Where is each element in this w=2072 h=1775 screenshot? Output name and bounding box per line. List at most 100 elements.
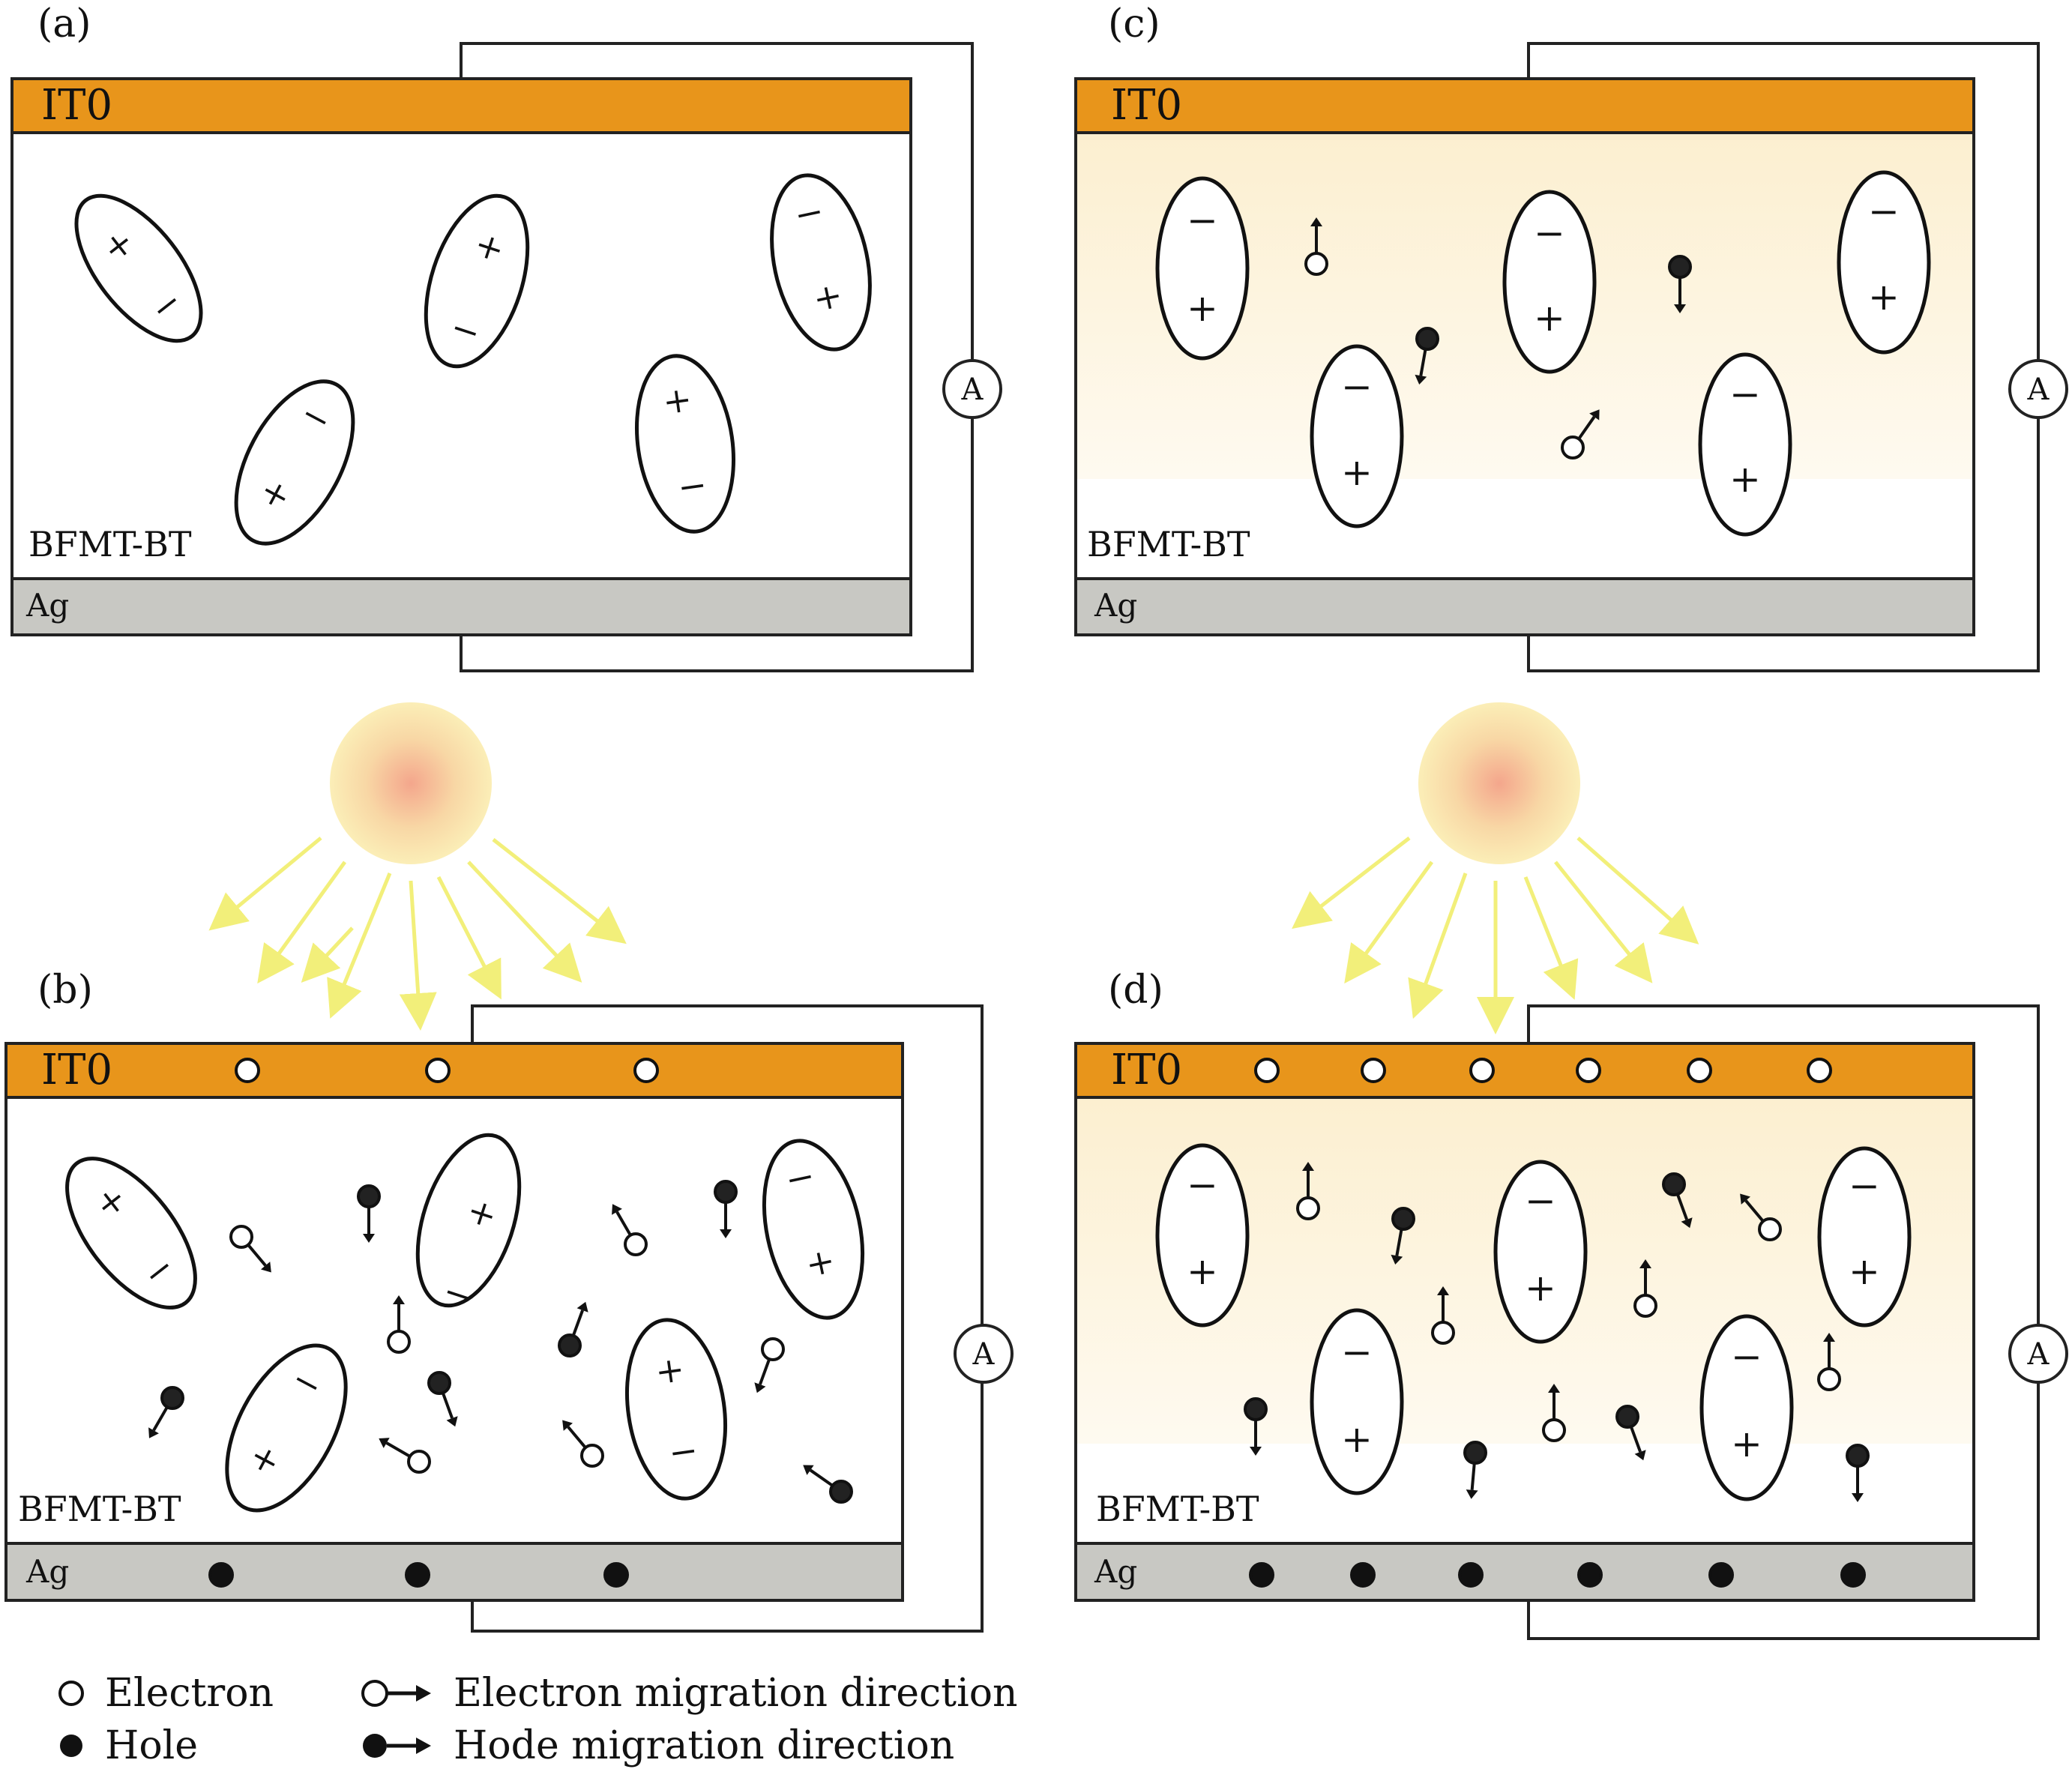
sun-left: [330, 702, 492, 864]
ag-layer: [4, 1542, 904, 1602]
dipole: − +: [1155, 176, 1250, 361]
dipole: − +: [1310, 344, 1404, 528]
circuit-wire: [471, 1004, 984, 1633]
hole-legend-icon: [60, 1735, 82, 1757]
sun-right: [1418, 702, 1580, 864]
hole-icon: [405, 1562, 430, 1588]
bulk-label: BFMT-BT: [28, 524, 192, 564]
svg-text:−: −: [1187, 199, 1218, 242]
svg-text:+: +: [1525, 1266, 1556, 1310]
migrating-hole-icon: [1615, 1405, 1646, 1461]
svg-text:−: −: [1534, 211, 1565, 255]
ag-label: Ag: [26, 1553, 70, 1590]
hole-migration-legend-icon: [363, 1734, 431, 1758]
ito-layer: [10, 77, 912, 134]
electron-migration-legend-icon: [361, 1680, 431, 1707]
migrating-hole-icon: [714, 1180, 738, 1238]
migrating-electron-icon: [562, 1420, 604, 1468]
ammeter-label: A: [961, 373, 984, 407]
bulk-label: BFMT-BT: [1087, 524, 1250, 564]
bulk-layer: [4, 1096, 904, 1545]
electron-icon: [235, 1058, 260, 1083]
migrating-electron-icon: [1817, 1333, 1841, 1391]
legend-electron-migration-label: Electron migration direction: [454, 1671, 1018, 1716]
migrating-electron-icon: [387, 1295, 411, 1354]
bulk-layer: [10, 131, 912, 580]
svg-text:+: +: [1731, 1422, 1762, 1465]
migrating-electron-icon: [1431, 1286, 1455, 1345]
light-ray: [467, 861, 582, 983]
electron-icon: [1361, 1058, 1386, 1083]
electron-icon: [1807, 1058, 1832, 1083]
hole-icon: [1458, 1562, 1484, 1588]
migrating-hole-icon: [1846, 1444, 1870, 1502]
light-ray: [327, 873, 392, 1019]
dipole: − +: [1493, 1160, 1588, 1344]
hole-icon: [1708, 1562, 1734, 1588]
migrating-electron-icon: [1740, 1193, 1782, 1241]
sun-icon: [330, 702, 492, 864]
hole-icon: [1249, 1562, 1274, 1588]
ag-label: Ag: [26, 587, 70, 624]
migrating-electron-icon: [1633, 1259, 1657, 1318]
svg-text:−: −: [666, 1429, 701, 1474]
circuit-wire: [460, 42, 974, 672]
ito-layer: [1074, 1042, 1975, 1099]
svg-text:+: +: [1187, 1250, 1218, 1293]
panel-label-b: (b): [37, 968, 93, 1013]
ag-layer: [10, 577, 912, 636]
bulk-label: BFMT-BT: [18, 1489, 181, 1529]
dipole: − +: [1698, 352, 1792, 537]
svg-text:−: −: [1187, 1163, 1218, 1207]
svg-text:−: −: [675, 464, 710, 508]
panel-b: + − + − − + − + + −: [4, 1004, 1014, 1633]
dipole: − +: [1502, 190, 1597, 374]
svg-text:+: +: [653, 1348, 687, 1393]
svg-text:+: +: [1341, 450, 1373, 494]
legend: [58, 1680, 431, 1758]
ito-label: IT0: [41, 81, 113, 130]
light-ray: [492, 838, 627, 944]
circuit-wire: [1527, 42, 2040, 672]
electron-icon: [1469, 1058, 1495, 1083]
legend-hole-label: Hole: [105, 1723, 199, 1768]
panel-label-a: (a): [37, 1, 91, 46]
dipole: − +: [1310, 1308, 1404, 1495]
svg-text:−: −: [1525, 1179, 1556, 1223]
dipole: + −: [624, 1318, 728, 1501]
light-rays: [208, 837, 1699, 1034]
ammeter-label: A: [2027, 1337, 2050, 1372]
migrating-electron-icon: [379, 1438, 431, 1474]
hole-icon: [1577, 1562, 1603, 1588]
svg-text:+: +: [1729, 457, 1761, 501]
light-ray: [399, 880, 437, 1031]
ammeter-icon: [2008, 359, 2068, 419]
ammeter-label: A: [2027, 373, 2050, 407]
svg-text:+: +: [660, 379, 695, 423]
dipole: + −: [634, 354, 736, 534]
migrating-electron-icon: [1542, 1384, 1566, 1442]
svg-text:−: −: [1341, 365, 1373, 409]
svg-text:+: +: [1341, 1417, 1373, 1461]
ito-label: IT0: [1111, 81, 1183, 130]
ito-layer: [1074, 77, 1975, 134]
svg-text:+: +: [1849, 1250, 1880, 1293]
svg-text:−: −: [1341, 1331, 1373, 1374]
panel-d: − + − + − + − + − +: [1074, 1004, 2068, 1640]
legend-electron-label: Electron: [105, 1671, 274, 1716]
light-ray: [301, 926, 354, 983]
ag-layer: [1074, 577, 1975, 636]
hole-icon: [603, 1562, 629, 1588]
light-ray: [1408, 873, 1468, 1019]
ito-label: IT0: [41, 1046, 113, 1094]
migrating-hole-icon: [1463, 1441, 1487, 1499]
migrating-electron-icon: [1561, 409, 1600, 459]
migrating-hole-icon: [1244, 1397, 1268, 1456]
dipole: − +: [1155, 1143, 1250, 1328]
light-ray: [257, 861, 347, 984]
electron-legend-icon: [58, 1681, 84, 1706]
svg-text:+: +: [1868, 275, 1900, 319]
migrating-electron-icon: [1296, 1162, 1320, 1220]
